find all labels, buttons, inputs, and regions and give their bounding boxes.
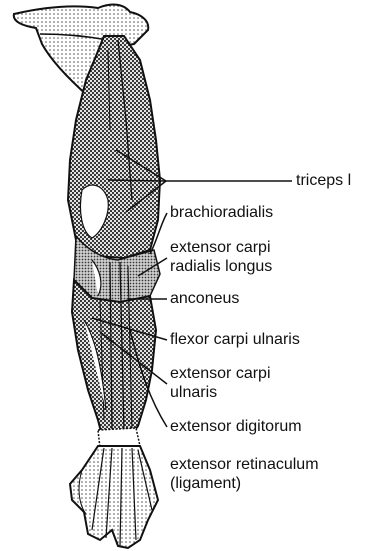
label-brachioradialis: brachioradialis: [170, 203, 273, 222]
label-ecu-line1: extensor carpi: [170, 364, 271, 383]
label-anconeus: anconeus: [170, 289, 239, 308]
leader-triceps-2: [108, 180, 166, 181]
label-ecrl-line2: radialis longus: [170, 257, 272, 276]
label-ecrl-line1: extensor carpi: [170, 238, 272, 257]
label-extensor-carpi-radialis-longus: extensor carpi radialis longus: [170, 238, 272, 276]
label-extensor-retinaculum: extensor retinaculum (ligament): [170, 455, 319, 493]
label-flexor-carpi-ulnaris: flexor carpi ulnaris: [170, 330, 300, 349]
label-ret-line1: extensor retinaculum: [170, 455, 319, 474]
label-ecu-line2: ulnaris: [170, 383, 271, 402]
hand: [70, 446, 158, 548]
label-triceps: triceps l: [296, 171, 351, 190]
label-extensor-carpi-ulnaris: extensor carpi ulnaris: [170, 364, 271, 402]
label-extensor-digitorum: extensor digitorum: [170, 417, 302, 436]
label-ret-line2: (ligament): [170, 474, 319, 493]
